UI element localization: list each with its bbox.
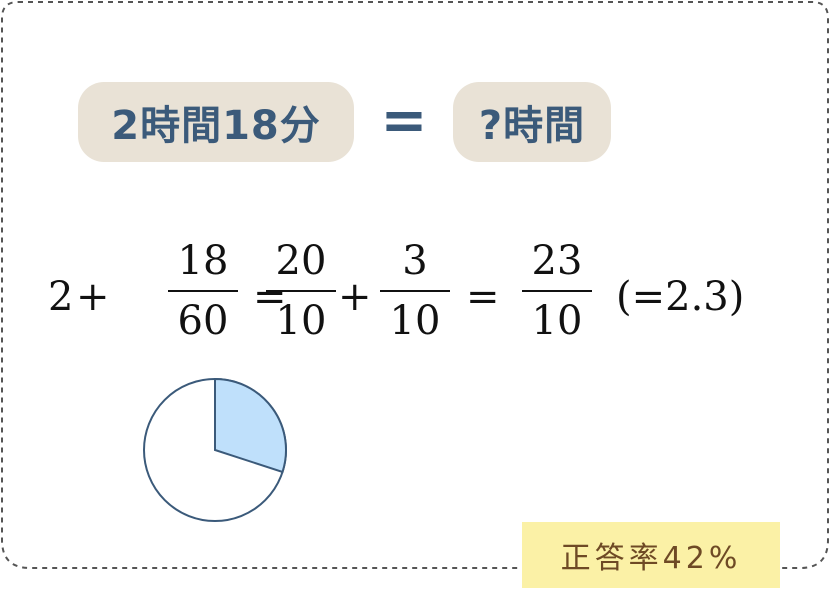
- accuracy-label: 正答率42%: [560, 541, 742, 576]
- fraction-4: 23 10: [522, 238, 592, 344]
- fraction-4-bar: [522, 290, 592, 292]
- fraction-1-bar: [168, 290, 238, 292]
- accuracy-badge: 正答率42%: [522, 522, 780, 588]
- fraction-3-bar: [380, 290, 450, 292]
- question-equals: =: [380, 87, 428, 153]
- equation-decimal-note: (=2.3): [616, 274, 745, 320]
- fraction-1-numerator: 18: [177, 238, 229, 284]
- equation-plus-1: +: [76, 274, 110, 320]
- fraction-3-numerator: 3: [402, 238, 428, 284]
- equation-whole: 2: [48, 274, 74, 320]
- fraction-2-denominator: 10: [275, 298, 327, 344]
- pie-slice: [214, 377, 287, 474]
- pie-chart: [143, 377, 287, 522]
- fraction-2-bar: [266, 290, 336, 292]
- fraction-2: 20 10: [266, 238, 336, 344]
- equation-equals-2: =: [466, 274, 500, 320]
- fraction-1-denominator: 60: [177, 298, 229, 344]
- fraction-1: 18 60: [168, 238, 238, 344]
- question-right-text: ?時間: [478, 103, 586, 149]
- question-right-pill: ?時間: [453, 82, 611, 162]
- fraction-4-denominator: 10: [531, 298, 583, 344]
- fraction-3: 3 10: [380, 238, 450, 344]
- question-left-text: 2時間18分: [111, 103, 321, 149]
- fraction-3-denominator: 10: [389, 298, 441, 344]
- fraction-4-numerator: 23: [531, 238, 583, 284]
- equation-equals-1: =: [253, 274, 287, 320]
- fraction-2-numerator: 20: [275, 238, 327, 284]
- equation-plus-2: +: [338, 274, 372, 320]
- question-left-pill: 2時間18分: [78, 82, 354, 162]
